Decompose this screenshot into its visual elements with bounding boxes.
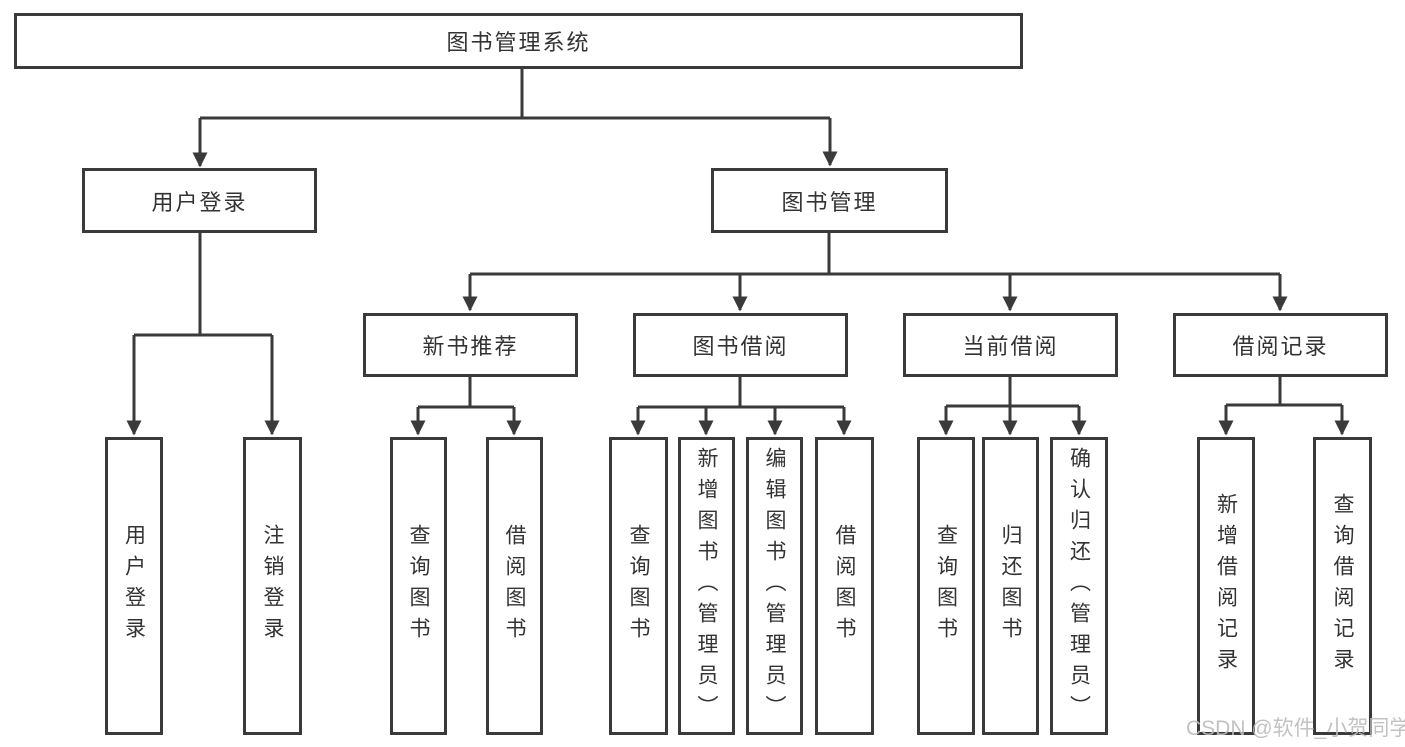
leaf-user-login: 用户登录 <box>105 437 163 735</box>
leaf-user-login-label: 用户登录 <box>122 524 146 648</box>
leaf-query-borrow-record: 查询借阅记录 <box>1313 437 1372 735</box>
leaf-add-book-admin-label: 新增图书（管理员） <box>695 446 718 726</box>
node-user-login: 用户登录 <box>82 168 317 233</box>
leaf-return-books-label: 归还图书 <box>999 524 1022 648</box>
node-user-login-label: 用户登录 <box>151 189 248 215</box>
leaf-logout: 注销登录 <box>243 437 302 735</box>
leaf-logout-label: 注销登录 <box>261 524 284 648</box>
leaf-add-borrow-record: 新增借阅记录 <box>1197 437 1255 735</box>
leaf-query-books-borrow: 查询图书 <box>609 437 668 735</box>
node-book-borrowing-label: 图书借阅 <box>692 334 789 359</box>
leaf-edit-book-admin: 编辑图书（管理员） <box>746 437 803 735</box>
leaf-confirm-return-admin: 确认归还（管理员） <box>1050 437 1108 735</box>
connector-current-trunk <box>946 377 1079 408</box>
leaf-query-books-borrow-label: 查询图书 <box>627 524 650 648</box>
connector-records-trunk <box>1226 377 1342 407</box>
leaf-return-books: 归还图书 <box>982 437 1039 735</box>
leaf-query-books-current: 查询图书 <box>917 437 975 735</box>
csdn-watermark: CSDN @软件_小贺同学 <box>1186 717 1405 740</box>
connector-recommend-trunk <box>418 377 514 409</box>
connector-borrow-trunk <box>638 377 844 409</box>
connector-management-trunk <box>470 233 1280 276</box>
node-book-management-label: 图书管理 <box>781 189 878 215</box>
leaf-query-borrow-record-label: 查询借阅记录 <box>1331 493 1354 679</box>
leaf-add-borrow-record-label: 新增借阅记录 <box>1214 493 1238 679</box>
leaf-borrow-books-label: 借阅图书 <box>833 524 856 648</box>
node-root: 图书管理系统 <box>14 13 1023 69</box>
leaf-borrow-books-recommend-label: 借阅图书 <box>503 524 526 648</box>
node-book-management: 图书管理 <box>711 168 948 233</box>
node-new-book-recommend: 新书推荐 <box>363 313 578 377</box>
connector-root-trunk <box>200 69 830 120</box>
leaf-edit-book-admin-label: 编辑图书（管理员） <box>763 446 786 726</box>
node-current-borrowing-label: 当前借阅 <box>962 334 1059 359</box>
node-borrow-records-label: 借阅记录 <box>1232 334 1329 359</box>
leaf-borrow-books-recommend: 借阅图书 <box>486 437 543 735</box>
node-borrow-records: 借阅记录 <box>1173 313 1388 377</box>
node-current-borrowing: 当前借阅 <box>903 313 1118 377</box>
node-book-borrowing: 图书借阅 <box>633 313 848 377</box>
leaf-add-book-admin: 新增图书（管理员） <box>678 437 735 735</box>
node-new-book-recommend-label: 新书推荐 <box>422 334 519 359</box>
leaf-confirm-return-admin-label: 确认归还（管理员） <box>1067 446 1091 726</box>
connector-login-trunk <box>134 233 272 337</box>
leaf-query-books-current-label: 查询图书 <box>934 524 958 648</box>
leaf-query-books-recommend: 查询图书 <box>390 437 447 735</box>
leaf-query-books-recommend-label: 查询图书 <box>407 524 430 648</box>
node-root-label: 图书管理系统 <box>446 30 591 55</box>
leaf-borrow-books: 借阅图书 <box>815 437 874 735</box>
